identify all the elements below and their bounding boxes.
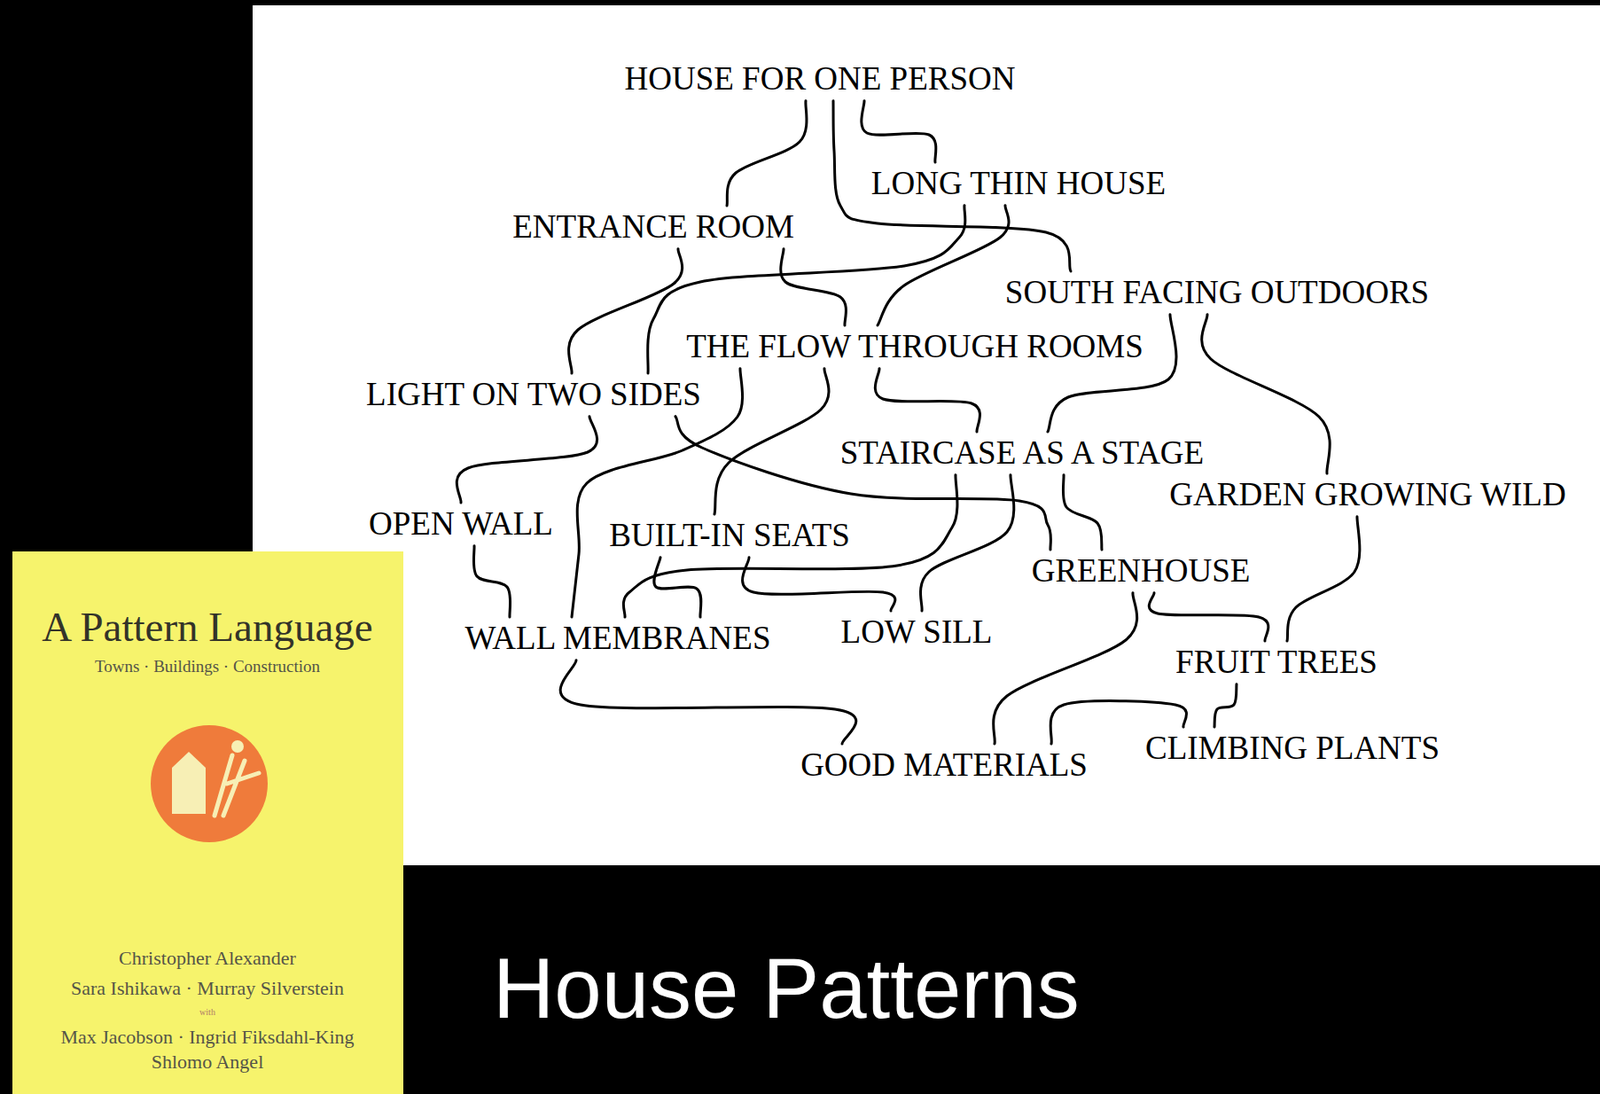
cover-text: A Pattern Language bbox=[41, 602, 373, 651]
cover-text-line: Sara Ishikawa · Murray Silverstein bbox=[70, 976, 344, 1000]
pattern-name: CLIMBING PLANTS bbox=[1145, 730, 1440, 767]
pattern-name: BUILT-IN SEATS bbox=[608, 517, 851, 555]
pattern-name: HOUSE FOR ONE PERSON bbox=[624, 61, 1016, 98]
emblem-disc bbox=[150, 725, 268, 843]
pattern-node: LOW SILL bbox=[837, 610, 997, 655]
pattern-node: GREENHOUSE bbox=[1028, 549, 1255, 594]
pattern-node: GOOD MATERIALS bbox=[796, 743, 1092, 788]
pattern-node: GARDEN GROWING WILD bbox=[1165, 473, 1569, 517]
cover-text: Max Jacobson · Ingrid Fiksdahl-King bbox=[60, 1025, 354, 1048]
pattern-node: THE FLOW THROUGH ROOMS bbox=[682, 325, 1148, 369]
pattern-node: HOUSE FOR ONE PERSON bbox=[621, 57, 1020, 102]
pattern-node: BUILT-IN SEATS bbox=[605, 514, 854, 558]
pattern-node: STAIRCASE AS A STAGE bbox=[836, 431, 1208, 476]
connector-line bbox=[726, 101, 807, 206]
cover-text-line: Max Jacobson · Ingrid Fiksdahl-King bbox=[60, 1025, 354, 1048]
connector-line bbox=[780, 249, 847, 326]
cover-text: Christopher Alexander bbox=[118, 946, 297, 969]
connector-line bbox=[1062, 475, 1102, 550]
cover-text-line: A Pattern Language bbox=[41, 602, 373, 651]
pattern-node: OPEN WALL bbox=[365, 502, 557, 547]
connector-line bbox=[714, 368, 829, 515]
connector-line bbox=[456, 416, 597, 503]
pattern-node: ENTRANCE ROOM bbox=[508, 205, 798, 250]
connector-line bbox=[861, 101, 937, 163]
emblem-figures bbox=[177, 755, 259, 816]
pattern-node: WALL MEMBRANES bbox=[461, 616, 775, 661]
pattern-name: LONG THIN HOUSE bbox=[871, 165, 1166, 203]
pattern-name: ENTRANCE ROOM bbox=[512, 209, 795, 246]
slide-title: House Patterns bbox=[492, 941, 1080, 1036]
cover-text: Sara Ishikawa · Murray Silverstein bbox=[70, 976, 344, 1000]
emblem-hut bbox=[171, 751, 206, 814]
connector-line bbox=[920, 475, 1014, 611]
connector-line bbox=[1201, 314, 1331, 474]
pattern-node: LONG THIN HOUSE bbox=[867, 162, 1170, 206]
cover-emblem bbox=[150, 725, 268, 843]
cover-text-line: Shlomo Angel bbox=[151, 1050, 265, 1073]
pattern-node: FRUIT TREES bbox=[1171, 640, 1382, 685]
cover-text-line: with bbox=[199, 1006, 216, 1018]
connector-line bbox=[560, 660, 857, 744]
connector-line bbox=[473, 546, 510, 617]
white-panel bbox=[252, 5, 1600, 866]
pattern-name: GOOD MATERIALS bbox=[800, 747, 1088, 784]
cover-text: Shlomo Angel bbox=[151, 1050, 265, 1073]
emblem-head bbox=[231, 740, 244, 753]
pattern-name: SOUTH FACING OUTDOORS bbox=[1005, 274, 1429, 312]
cover-text: Towns · Buildings · Construction bbox=[94, 656, 320, 677]
connector-line bbox=[1214, 684, 1237, 727]
connector-line bbox=[654, 557, 702, 617]
connector-line bbox=[1287, 516, 1360, 641]
connector-line bbox=[877, 205, 1009, 326]
connector-line bbox=[569, 249, 683, 374]
connector-line bbox=[993, 593, 1138, 744]
pattern-name: WALL MEMBRANES bbox=[465, 620, 772, 657]
cover-text-line: Christopher Alexander bbox=[118, 946, 297, 969]
pattern-name: LIGHT ON TWO SIDES bbox=[366, 376, 702, 414]
pattern-name: STAIRCASE AS A STAGE bbox=[840, 435, 1204, 472]
title-text: House Patterns bbox=[492, 941, 1080, 1036]
connector-line bbox=[874, 368, 980, 432]
connector-line bbox=[742, 557, 896, 611]
pattern-name: FRUIT TREES bbox=[1175, 644, 1378, 681]
pattern-name: THE FLOW THROUGH ROOMS bbox=[686, 328, 1144, 366]
book-cover bbox=[12, 551, 404, 1094]
pattern-name: OPEN WALL bbox=[368, 506, 554, 543]
cover-text: with bbox=[199, 1006, 216, 1018]
connector-line bbox=[1148, 593, 1269, 641]
pattern-node: CLIMBING PLANTS bbox=[1141, 726, 1444, 771]
pattern-name: GARDEN GROWING WILD bbox=[1169, 476, 1566, 514]
pattern-node: SOUTH FACING OUTDOORS bbox=[1001, 271, 1433, 315]
pattern-name: LOW SILL bbox=[841, 614, 993, 651]
cover-text-line: Towns · Buildings · Construction bbox=[94, 656, 320, 677]
pattern-name: GREENHOUSE bbox=[1031, 553, 1251, 590]
pattern-node: LIGHT ON TWO SIDES bbox=[362, 373, 705, 417]
